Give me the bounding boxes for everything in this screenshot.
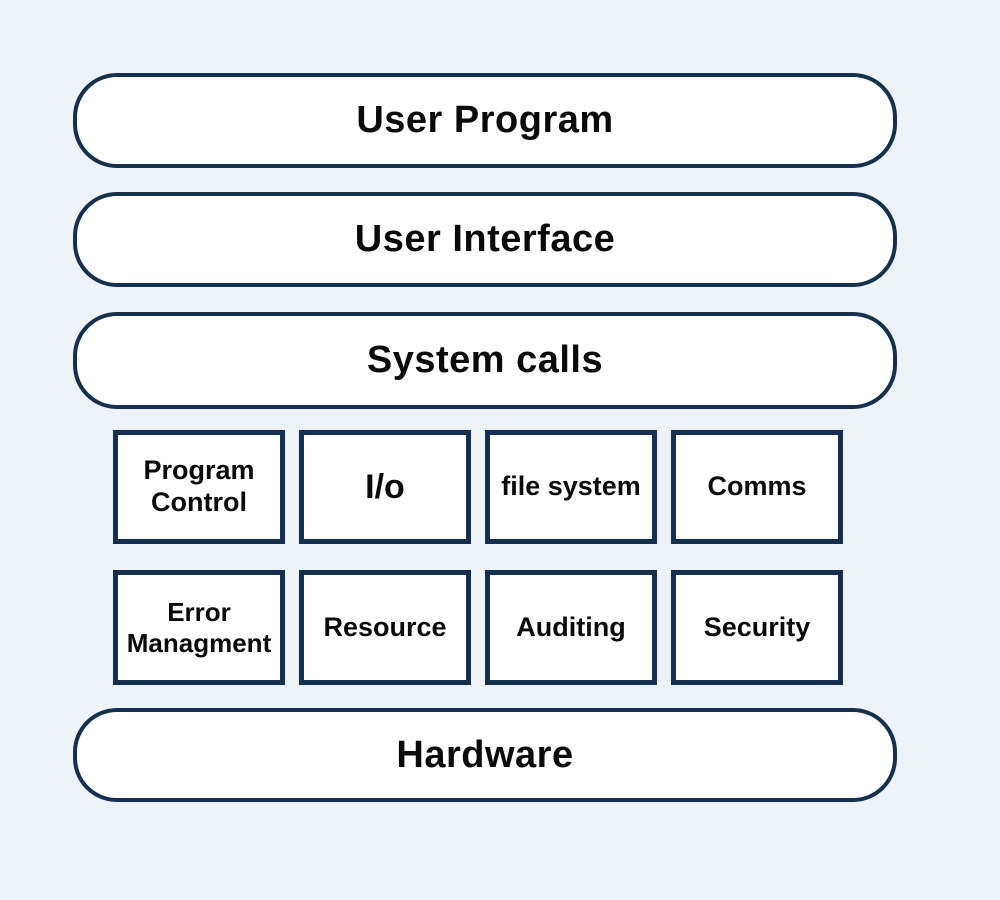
services-row-2: Error Managment Resource Auditing Securi… xyxy=(113,570,843,685)
service-program-control: Program Control xyxy=(113,430,285,544)
service-resource: Resource xyxy=(299,570,471,685)
service-io-label: I/o xyxy=(365,467,405,506)
service-auditing-label: Auditing xyxy=(516,611,626,642)
service-security-label: Security xyxy=(703,611,811,642)
layer-hardware-label: Hardware xyxy=(396,733,574,776)
service-file-system-label: file system xyxy=(501,471,641,502)
layer-hardware: Hardware xyxy=(73,708,897,802)
service-program-control-label: Program Control xyxy=(143,455,255,517)
service-security: Security xyxy=(671,570,843,685)
service-comms-label: Comms xyxy=(707,471,807,502)
service-resource-label: Resource xyxy=(323,611,447,642)
layer-system-calls-label: System calls xyxy=(366,339,604,381)
services-row-1: Program Control I/o file system Comms xyxy=(113,430,843,544)
layer-user-interface-label: User Interface xyxy=(354,218,616,260)
service-error-management: Error Managment xyxy=(113,570,285,685)
layer-user-program: User Program xyxy=(73,73,897,168)
service-error-management-label: Error Managment xyxy=(126,596,272,658)
service-comms: Comms xyxy=(671,430,843,544)
layer-user-program-label: User Program xyxy=(356,99,614,141)
service-file-system: file system xyxy=(485,430,657,544)
service-auditing: Auditing xyxy=(485,570,657,685)
layer-user-interface: User Interface xyxy=(73,192,897,287)
layer-system-calls: System calls xyxy=(73,312,897,409)
service-io: I/o xyxy=(299,430,471,544)
